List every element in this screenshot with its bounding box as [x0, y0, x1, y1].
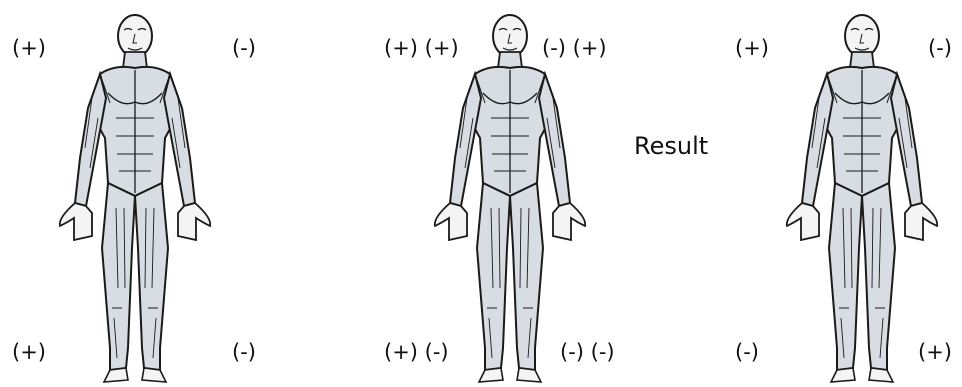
figure-1-top-right-label: (-) [232, 38, 256, 59]
result-label: Result [634, 134, 708, 158]
figure-2-bottom-right-label: (-) (-) [560, 342, 615, 363]
figure-3-top-left-label: (+) [735, 38, 769, 59]
figure-1-bottom-right-label: (-) [232, 342, 256, 363]
human-muscle-figure-icon [782, 8, 942, 386]
figure-2-top-right-label: (-) (+) [542, 38, 607, 59]
figure-1-top-left-label: (+) [12, 38, 46, 59]
figure-3-bottom-left-label: (-) [735, 342, 759, 363]
human-muscle-figure-icon [55, 8, 215, 386]
figure-3-bottom-right-label: (+) [918, 342, 952, 363]
figure-2-bottom-left-label: (+) (-) [384, 342, 449, 363]
figure-3-top-right-label: (-) [928, 38, 952, 59]
figure-2-top-left-label: (+) (+) [384, 38, 459, 59]
figure-1-bottom-left-label: (+) [12, 342, 46, 363]
human-muscle-figure-icon [430, 8, 590, 386]
